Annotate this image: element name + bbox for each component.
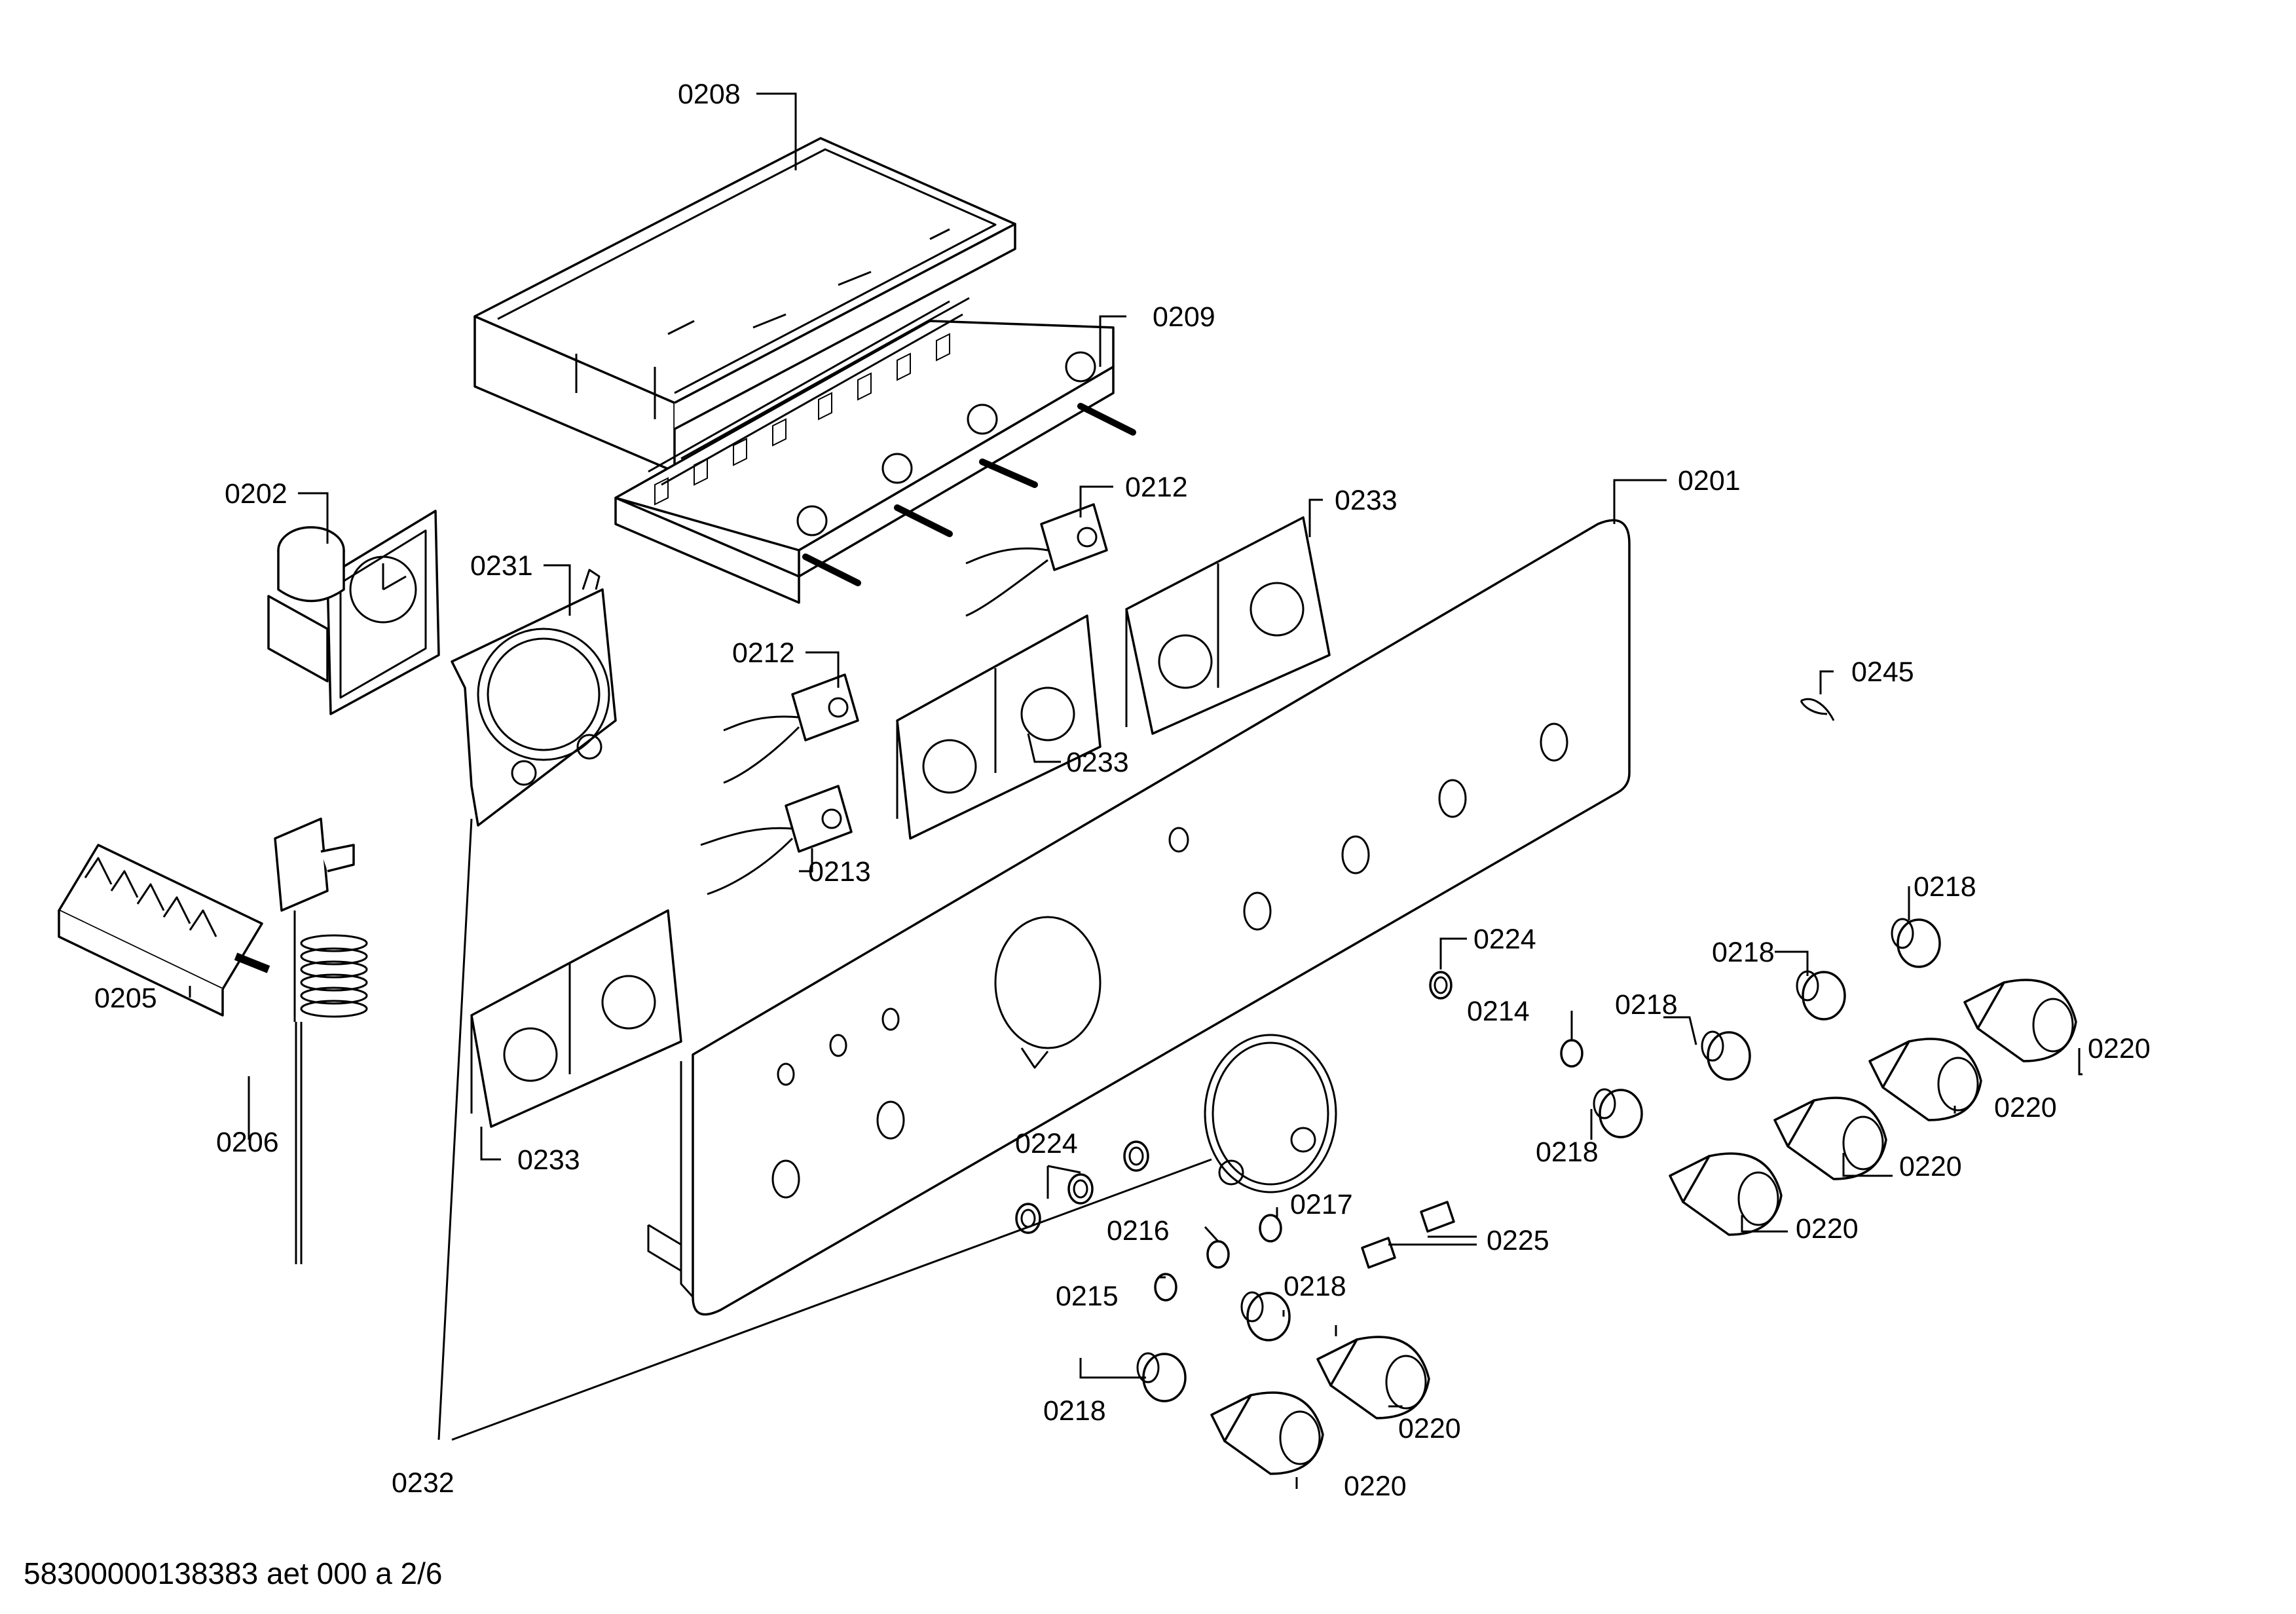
label-0220-bottom: 0220 xyxy=(1344,1471,1407,1502)
part-0233-holder-c xyxy=(470,909,682,1128)
part-0213-switch xyxy=(700,785,853,895)
label-0209: 0209 xyxy=(1153,301,1215,333)
label-0220-fourth: 0220 xyxy=(1796,1213,1859,1245)
part-0218-caps xyxy=(1136,918,1941,1402)
label-0218-right-mid: 0218 xyxy=(1712,937,1775,968)
leader-lines xyxy=(189,92,2083,1489)
part-0209-terminal-block xyxy=(614,297,1136,604)
part-0201-control-panel xyxy=(647,519,1631,1316)
part-0220-knobs xyxy=(1210,979,2077,1475)
label-0231: 0231 xyxy=(470,550,533,582)
part-0206-thermostat xyxy=(274,817,368,1264)
label-0224-lower: 0224 xyxy=(1015,1128,1078,1159)
part-small-buttons xyxy=(1154,1039,1583,1302)
label-0220-third: 0220 xyxy=(1899,1151,1962,1182)
part-0202-timer xyxy=(267,510,440,715)
label-0233-upper: 0233 xyxy=(1335,485,1398,516)
part-labels: 0208 0209 0201 0202 0231 0212 0233 0212 … xyxy=(94,79,2151,1502)
part-0205-selector-switch xyxy=(58,844,270,1017)
label-0212-upper: 0212 xyxy=(1125,472,1188,503)
label-0215: 0215 xyxy=(1056,1281,1119,1312)
label-0224-upper: 0224 xyxy=(1473,924,1536,955)
label-0220-fifth: 0220 xyxy=(1398,1413,1461,1444)
part-0233-holder-a xyxy=(1125,516,1331,735)
label-0218-right-top: 0218 xyxy=(1914,871,1976,903)
label-0218-lower-center: 0218 xyxy=(1284,1271,1346,1302)
label-0202: 0202 xyxy=(225,478,287,510)
label-0225: 0225 xyxy=(1487,1225,1549,1256)
label-0214: 0214 xyxy=(1467,996,1530,1027)
label-0208: 0208 xyxy=(678,79,741,110)
label-0218-left-mid: 0218 xyxy=(1536,1136,1599,1168)
label-0220-top: 0220 xyxy=(2088,1033,2151,1064)
part-0212-switch-a xyxy=(965,503,1108,617)
label-0218-center: 0218 xyxy=(1615,989,1678,1021)
label-0245: 0245 xyxy=(1851,656,1914,688)
part-0245-clip xyxy=(1800,698,1835,721)
label-0206: 0206 xyxy=(216,1127,279,1158)
label-0201: 0201 xyxy=(1678,465,1741,497)
label-0205: 0205 xyxy=(94,983,157,1014)
part-ring-bezel xyxy=(1204,1034,1337,1193)
label-0218-bottom-left: 0218 xyxy=(1043,1395,1106,1427)
part-0233-holder-b xyxy=(896,614,1102,840)
label-0216: 0216 xyxy=(1107,1215,1170,1247)
label-0233-middle: 0233 xyxy=(1066,747,1129,778)
part-0212-switch-b xyxy=(723,673,859,784)
label-0212-lower: 0212 xyxy=(732,637,795,669)
label-0220-second: 0220 xyxy=(1994,1092,2057,1123)
drawing-footer-code: 58300000138383 aet 000 a 2/6 xyxy=(24,1556,443,1590)
part-0225-shafts xyxy=(1361,1201,1455,1269)
part-0231-ring-bracket xyxy=(451,569,617,827)
label-0233-lower: 0233 xyxy=(517,1144,580,1176)
label-0213: 0213 xyxy=(808,856,871,888)
part-0208-tray xyxy=(473,137,1016,473)
label-0232: 0232 xyxy=(392,1467,454,1499)
label-0217: 0217 xyxy=(1290,1189,1353,1220)
